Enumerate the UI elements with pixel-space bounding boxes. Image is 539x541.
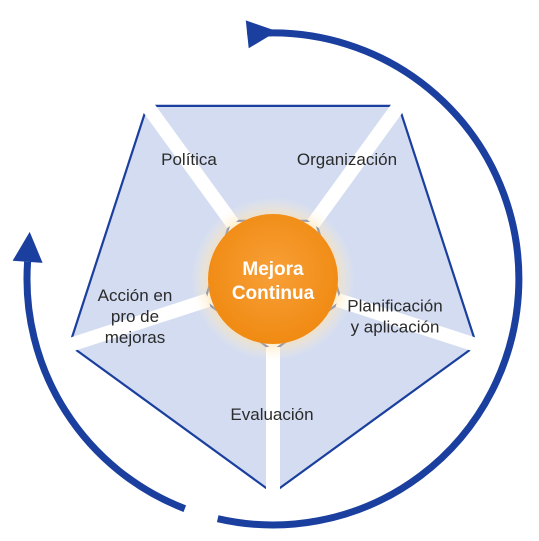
arrow-head-top-icon bbox=[245, 20, 278, 49]
center-circle bbox=[208, 214, 338, 344]
segment-label-evaluacion: Evaluación bbox=[230, 405, 313, 424]
ring-arc-right bbox=[216, 29, 523, 529]
segment-label-organizacion: Organización bbox=[297, 150, 397, 169]
segment-label-politica: Política bbox=[161, 150, 217, 169]
segment-divider bbox=[138, 96, 239, 229]
segment-divider bbox=[61, 293, 211, 354]
segment-divider bbox=[307, 96, 408, 229]
ring-arc-left bbox=[23, 261, 187, 512]
segment-divider bbox=[335, 293, 485, 354]
arrow-head-left-icon bbox=[12, 231, 43, 263]
cycle-ring bbox=[12, 20, 523, 529]
